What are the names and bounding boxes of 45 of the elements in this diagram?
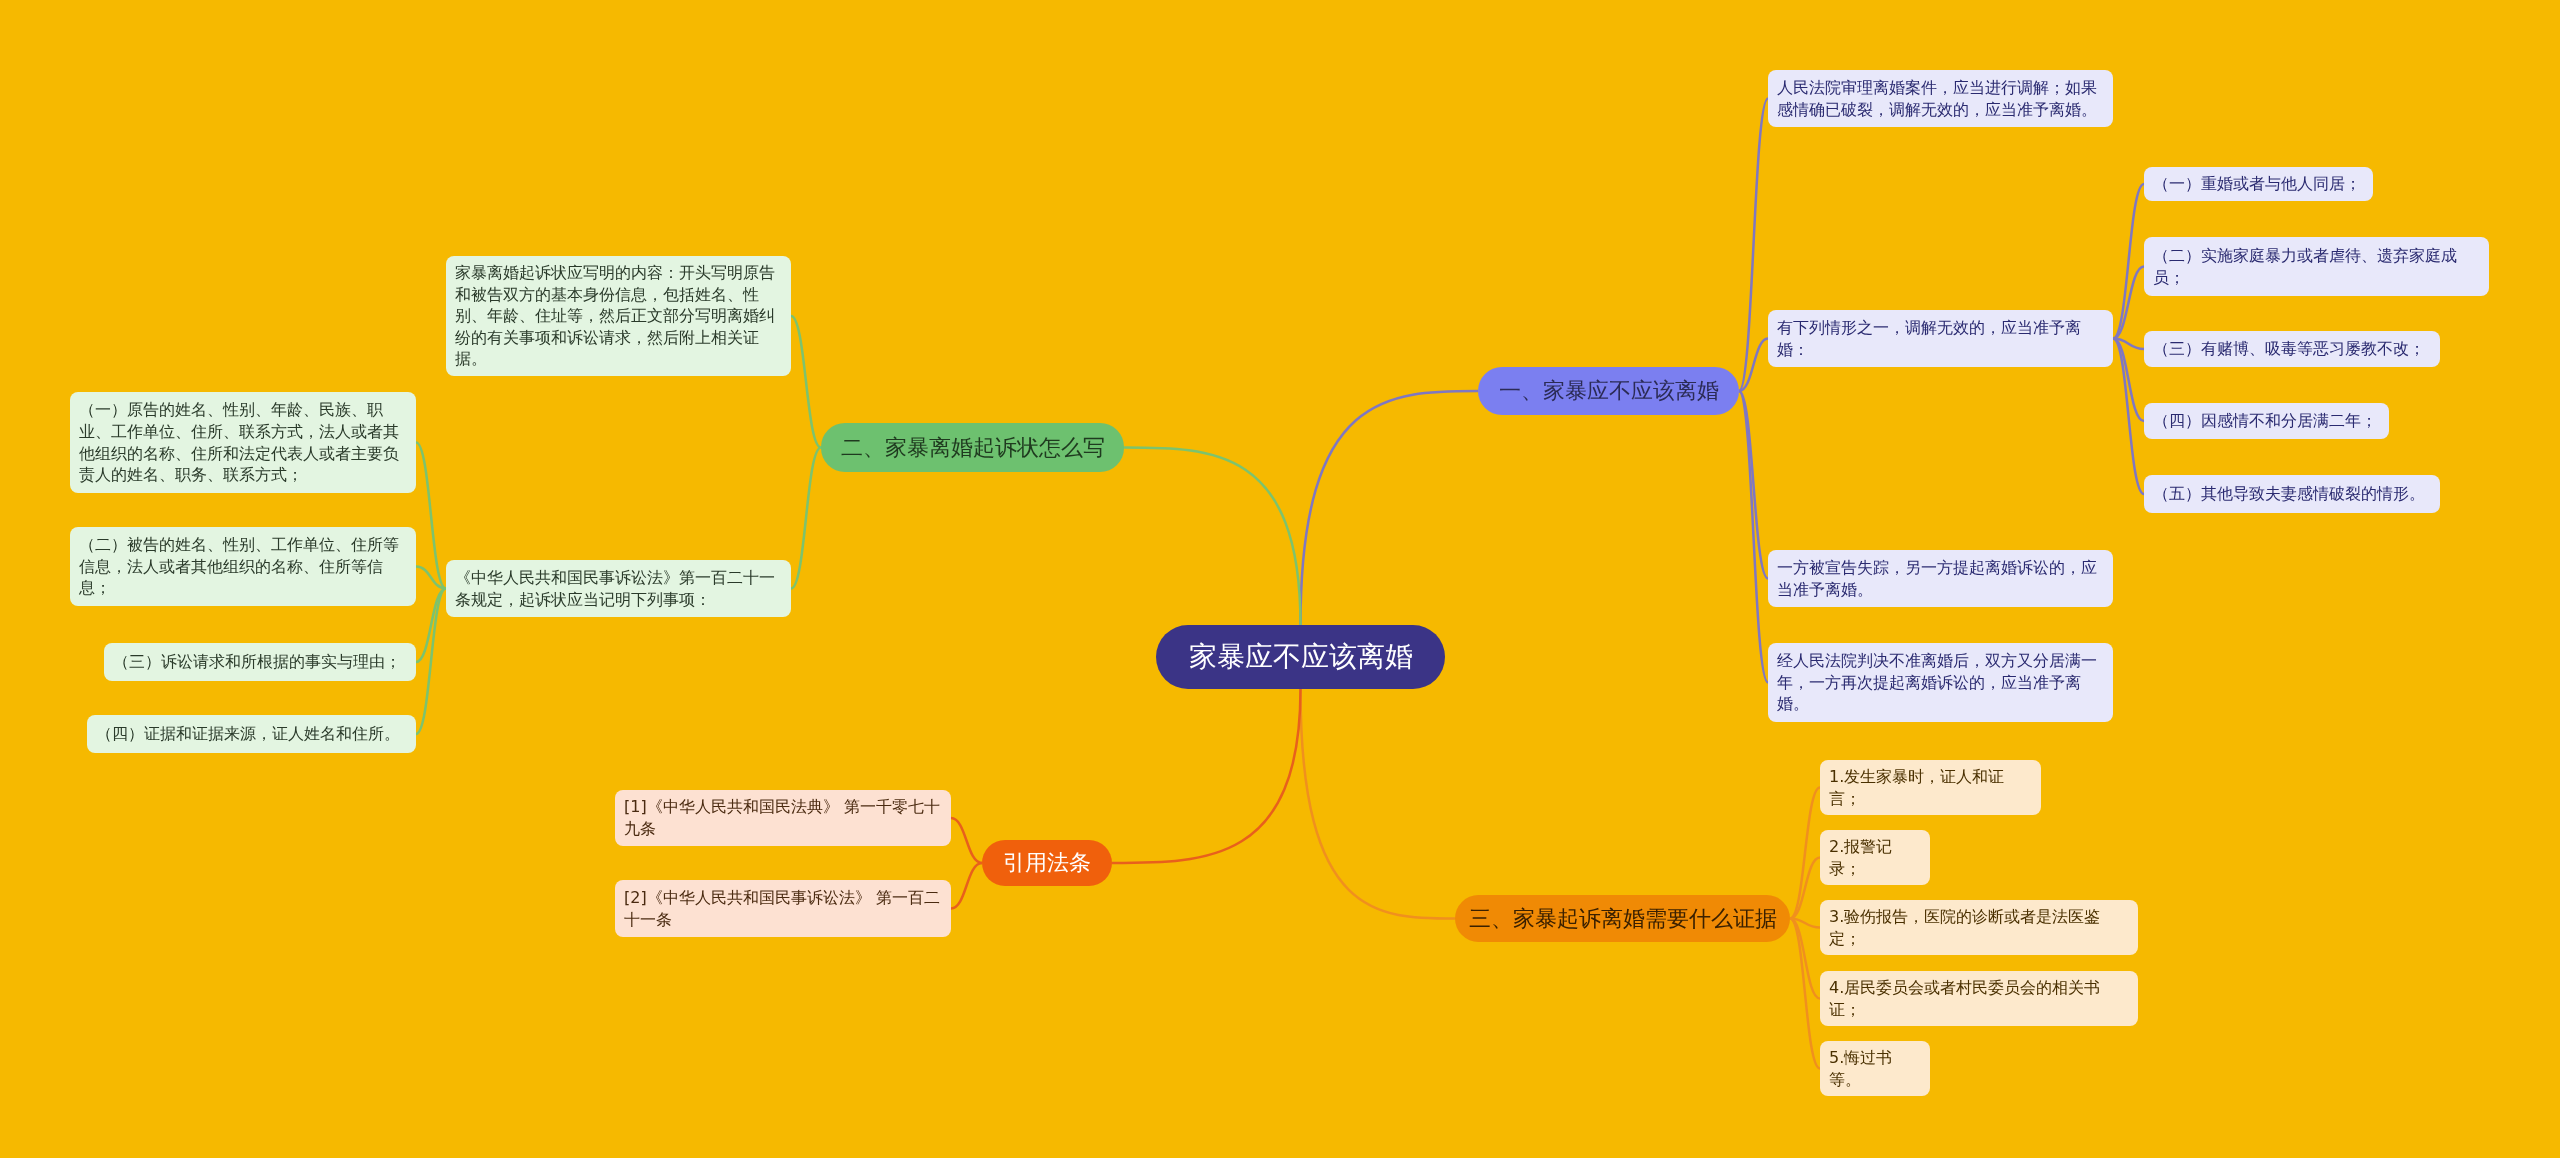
topic-box: 5.悔过书等。 [1820, 1041, 1930, 1097]
topic-box: 3.验伤报告，医院的诊断或者是法医鉴定； [1820, 900, 2138, 956]
root-topic: 家暴应不应该离婚 [1156, 625, 1445, 689]
branch-topic: 一、家暴应不应该离婚 [1478, 367, 1739, 415]
topic-box: 家暴离婚起诉状应写明的内容：开头写明原告和被告双方的基本身份信息，包括姓名、性别、年龄、住址等，然后正文部分写明离婚纠纷的有关事项和诉讼请求，然后附上相关证据。 [446, 256, 791, 376]
topic-box: （三）诉讼请求和所根据的事实与理由； [104, 643, 416, 681]
topic-box: （四）证据和证据来源，证人姓名和住所。 [87, 715, 416, 753]
topic-box: 有下列情形之一，调解无效的，应当准予离婚： [1768, 310, 2113, 367]
topic-box: （五）其他导致夫妻感情破裂的情形。 [2144, 475, 2440, 513]
connector-line [415, 441, 447, 590]
branch-topic: 二、家暴离婚起诉状怎么写 [821, 423, 1124, 472]
connector-line [2112, 265, 2145, 340]
connector-line [1789, 786, 1821, 920]
topic-box: 经人民法院判决不准离婚后，双方又分居满一年，一方再次提起离婚诉讼的，应当准予离婚。 [1768, 643, 2113, 722]
topic-box: （二）实施家庭暴力或者虐待、遗弃家庭成员； [2144, 237, 2489, 296]
connector-line [1737, 390, 1770, 684]
connector-line [950, 816, 983, 865]
topic-box: 2.报警记录； [1820, 830, 1930, 886]
topic-box: 1.发生家暴时，证人和证言； [1820, 760, 2041, 816]
connector-line [790, 446, 822, 590]
branch-topic: 引用法条 [982, 840, 1112, 886]
connector-line [415, 565, 447, 590]
topic-box: （四）因感情不和分居满二年； [2144, 403, 2389, 439]
connector-line [1124, 446, 1302, 626]
connector-line [2112, 337, 2145, 495]
connector-line [415, 587, 447, 735]
topic-box: 一方被宣告失踪，另一方提起离婚诉讼的，应当准予离婚。 [1768, 550, 2113, 607]
topic-box: 4.居民委员会或者村民委员会的相关书证； [1820, 971, 2138, 1027]
connector-line [1112, 688, 1302, 865]
topic-box: [1]《中华人民共和国民法典》 第一千零七十九条 [615, 790, 951, 846]
connector-line [1738, 337, 1769, 393]
topic-box: （三）有赌博、吸毒等恶习屡教不改； [2144, 331, 2440, 367]
connector-line [2112, 183, 2145, 340]
topic-box: （二）被告的姓名、性别、工作单位、住所等信息，法人或者其他组织的名称、住所等信息； [70, 527, 416, 606]
topic-box: 人民法院审理离婚案件，应当进行调解；如果感情确已破裂，调解无效的，应当准予离婚。 [1768, 70, 2113, 127]
connector-line [1789, 917, 1821, 1070]
connector-line [790, 315, 822, 449]
branch-topic: 三、家暴起诉离婚需要什么证据 [1455, 895, 1790, 942]
topic-box: （一）原告的姓名、性别、年龄、民族、职业、工作单位、住所、联系方式，法人或者其他组织的名称、住所和法定代表人或者主要负责人的姓名、职务、联系方式； [70, 392, 416, 493]
connector-line [950, 861, 983, 910]
connector-line [1737, 97, 1770, 392]
connector-line [1738, 390, 1769, 580]
topic-box: [2]《中华人民共和国民事诉讼法》 第一百二十一条 [615, 880, 951, 937]
topic-box: （一）重婚或者与他人同居； [2144, 167, 2373, 201]
topic-box: 《中华人民共和国民事诉讼法》第一百二十一条规定，起诉状应当记明下列事项： [446, 560, 791, 617]
